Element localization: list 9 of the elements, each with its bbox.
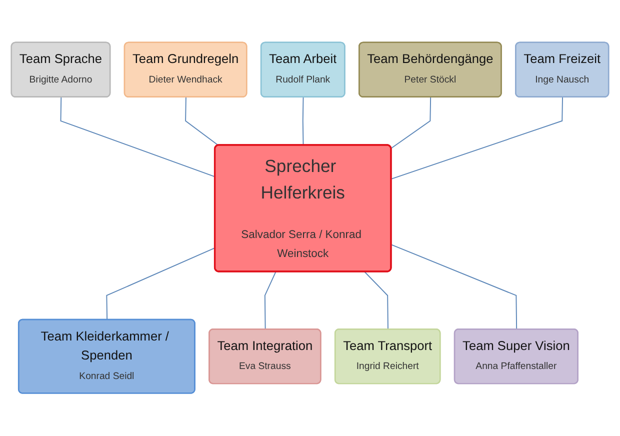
connector [390, 97, 563, 180]
connector [185, 97, 219, 146]
connector [106, 248, 216, 321]
connector [60, 97, 216, 178]
connector [390, 244, 518, 330]
connector [302, 97, 304, 146]
connector [364, 272, 388, 330]
connector [264, 272, 276, 330]
connector [390, 97, 432, 149]
